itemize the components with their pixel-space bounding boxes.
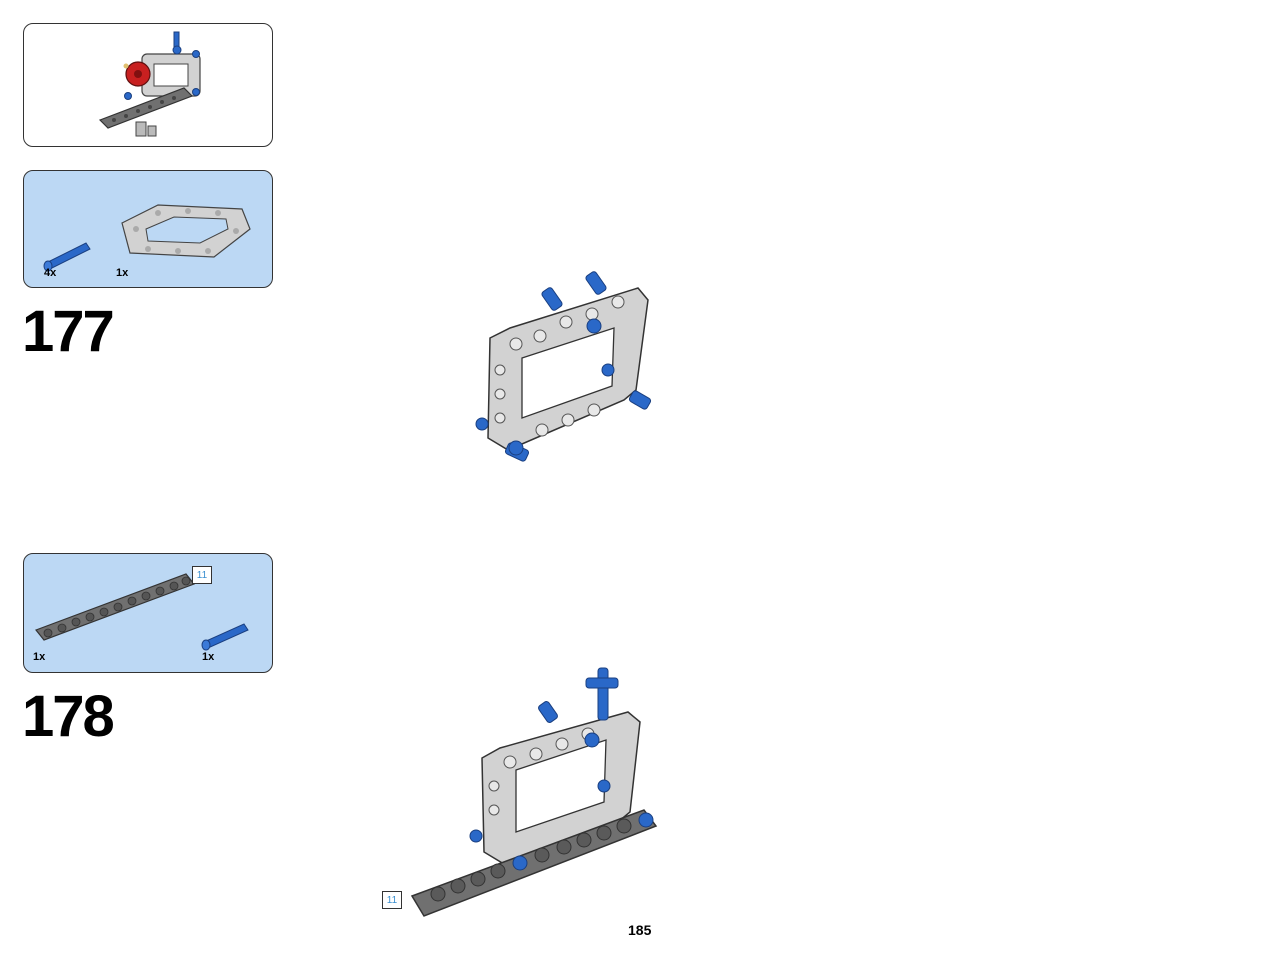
step-178-model-illustration: [410, 667, 658, 917]
subassembly-callout: [23, 23, 273, 147]
blue-pin-part-illustration: [201, 623, 249, 651]
parts-list-step-177: 4x 1x: [23, 170, 273, 288]
beam-length-badge: 11: [382, 891, 402, 909]
subassembly-model-illustration: [98, 31, 201, 137]
beam-length-badge: 11: [192, 566, 212, 584]
parts-list-step-178: 11 1x 1x: [23, 553, 273, 673]
step-number-177: 177: [22, 299, 115, 364]
part-quantity: 1x: [116, 267, 129, 279]
page-number: 185: [628, 922, 652, 938]
grey-frame-part-illustration: [121, 204, 251, 258]
grey-beam-part-illustration: [35, 573, 195, 641]
part-quantity: 1x: [33, 651, 46, 663]
part-quantity: 4x: [44, 267, 57, 279]
step-number-178: 178: [22, 684, 115, 749]
blue-pin-part-illustration: [43, 242, 91, 272]
part-quantity: 1x: [202, 651, 215, 663]
step-177-model-illustration: [475, 271, 652, 462]
